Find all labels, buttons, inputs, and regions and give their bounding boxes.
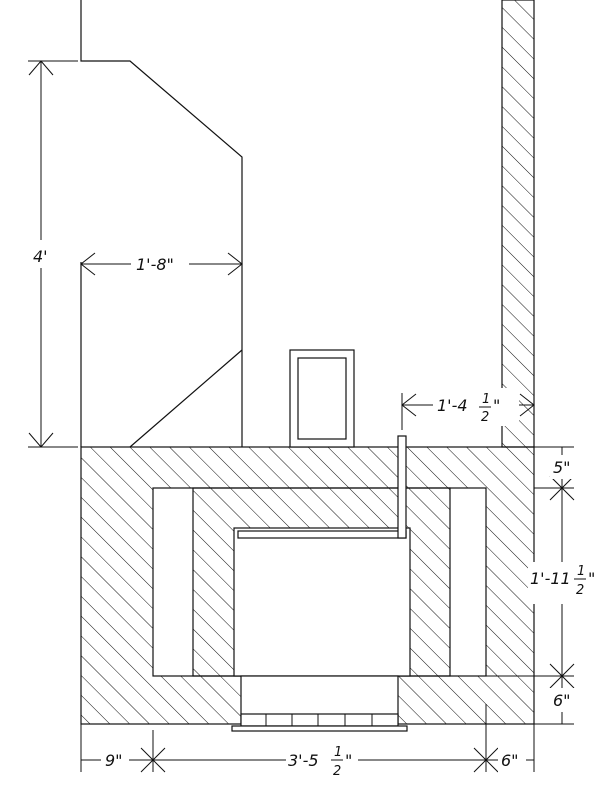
label-offset-right-tail: ": [493, 396, 500, 415]
dimension-bottom-horizontals: 9" 3'-5 1 2 " 6": [80, 704, 535, 780]
dimension-offset-right: 1'-4 1 2 ": [401, 388, 535, 430]
gas-pipe: [237, 435, 407, 539]
label-offset-right: 1'-4: [437, 396, 468, 415]
label-opening-height-num: 1: [577, 564, 585, 579]
label-top-hearth: 5": [553, 458, 571, 477]
dimension-hood-width: 1'-8": [80, 252, 243, 276]
dimension-hood-height: 4': [28, 60, 78, 448]
label-opening-height: 1'-11: [530, 569, 571, 588]
hood-outline: [80, 0, 243, 448]
dimension-right-verticals: 5" 1'-11 1 2 " 6": [486, 446, 600, 725]
label-offset-right-num: 1: [482, 392, 490, 407]
label-opening-width-den: 2: [333, 764, 341, 779]
label-opening-height-tail: ": [588, 569, 595, 588]
label-opening-width: 3'-5: [288, 751, 319, 770]
label-offset-right-den: 2: [481, 410, 489, 425]
label-left-margin: 9": [105, 751, 123, 770]
label-right-margin: 6": [501, 751, 519, 770]
label-opening-height-den: 2: [576, 583, 584, 598]
right-wall: [501, 0, 535, 448]
label-opening-width-num: 1: [334, 745, 342, 760]
grate: [231, 713, 408, 732]
hearth-block: [80, 446, 535, 725]
label-opening-width-tail: ": [345, 751, 352, 770]
label-hood-width: 1'-8": [136, 255, 174, 274]
vent-window: [289, 349, 355, 448]
label-hood-height: 4': [33, 247, 48, 266]
label-bottom-hearth: 6": [553, 691, 571, 710]
